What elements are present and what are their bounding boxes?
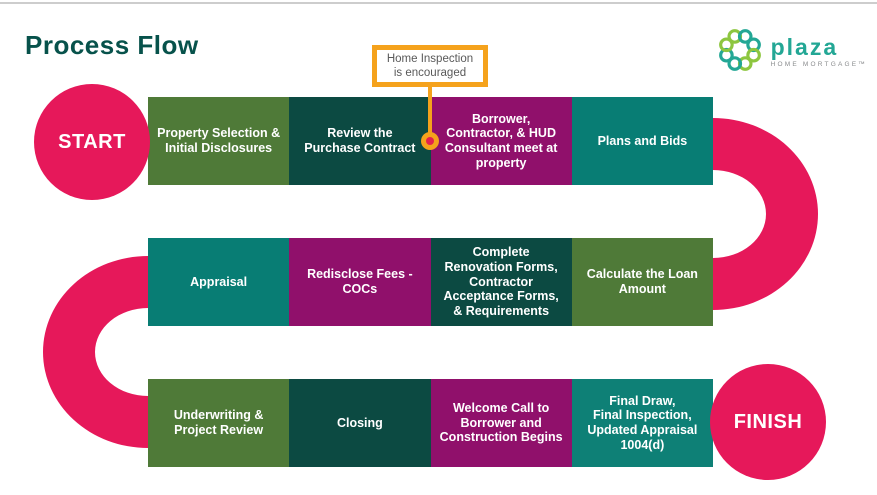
flow-step-welcome-call: Welcome Call to Borrower and Constructio…	[430, 379, 572, 467]
flow-step-appraisal: Appraisal	[148, 238, 290, 326]
plaza-tagline-text: HOME MORTGAGE™	[770, 61, 867, 69]
flow-step-plans-and-bids: Plans and Bids	[571, 97, 713, 185]
page-title: Process Flow	[25, 30, 199, 60]
finish-node: FINISH	[710, 364, 826, 480]
flow-step-calculate-loan: Calculate the Loan Amount	[571, 238, 713, 326]
callout-connector-line	[428, 87, 432, 137]
top-divider	[0, 2, 877, 4]
flow-step-underwriting: Underwriting & Project Review	[148, 379, 290, 467]
flow-step-review-contract: Review the Purchase Contract	[289, 97, 431, 185]
flow-step-final-draw: Final Draw, Final Inspection, Updated Ap…	[571, 379, 713, 467]
plaza-brand-text: plaza	[770, 34, 839, 61]
flow-row-2: Appraisal Redisclose Fees - COCs Complet…	[148, 238, 713, 326]
flow-step-closing: Closing	[289, 379, 431, 467]
callout-marker-dot-icon	[426, 137, 434, 145]
flow-row-3: Underwriting & Project Review Closing We…	[148, 379, 713, 467]
flow-step-consultant-meeting: Borrower, Contractor, & HUD Consultant m…	[430, 97, 572, 185]
flow-step-renovation-forms: Complete Renovation Forms, Contractor Ac…	[430, 238, 572, 326]
plaza-wordmark: plaza HOME MORTGAGE™	[771, 36, 867, 69]
flow-row-1: Property Selection & Initial Disclosures…	[148, 97, 713, 185]
flow-step-redisclose-fees: Redisclose Fees - COCs	[289, 238, 431, 326]
home-inspection-callout: Home Inspection is encouraged	[372, 45, 488, 87]
flow-step-property-selection: Property Selection & Initial Disclosures	[148, 97, 290, 185]
plaza-logo: plaza HOME MORTGAGE™	[717, 27, 867, 78]
plaza-knot-icon	[717, 27, 763, 78]
start-node: START	[34, 84, 150, 200]
